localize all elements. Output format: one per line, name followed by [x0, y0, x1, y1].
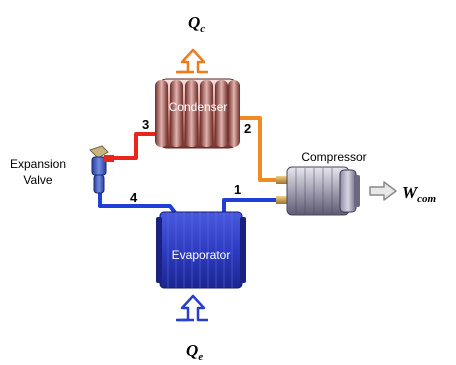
- work-label: Wcom: [402, 183, 437, 205]
- pipe-compressor-to-condenser: [238, 116, 284, 182]
- evaporator: Evaporator: [156, 211, 246, 289]
- work-symbol: W: [402, 183, 419, 202]
- compressor-label: Compressor: [301, 150, 366, 164]
- work-arrow-icon: [369, 181, 397, 201]
- condenser: Condenser: [155, 78, 240, 149]
- point-3-label: 3: [142, 117, 149, 132]
- expansion-valve-label-line1: Expansion: [10, 157, 66, 171]
- compressor: Compressor: [276, 150, 367, 216]
- heat-in-arrow-icon: [176, 294, 208, 322]
- pipe-valve-to-evaporator: [98, 192, 178, 216]
- heat-out-arrow-icon: [176, 48, 208, 74]
- qc-subscript: c: [200, 23, 205, 35]
- condenser-label: Condenser: [169, 100, 228, 114]
- expansion-valve: Expansion Valve: [10, 145, 114, 194]
- pipe-evaporator-to-compressor: [222, 198, 284, 214]
- qe-label: Qe: [186, 341, 203, 363]
- evaporator-label: Evaporator: [172, 248, 231, 262]
- pipe-condenser-to-valve: [112, 132, 158, 160]
- work-subscript: com: [417, 193, 436, 205]
- point-4-label: 4: [130, 190, 138, 205]
- point-2-label: 2: [244, 121, 251, 136]
- qc-symbol: Q: [188, 13, 200, 32]
- qc-label: Qc: [188, 13, 205, 35]
- qe-symbol: Q: [186, 341, 198, 360]
- qe-subscript: e: [198, 351, 203, 363]
- point-1-label: 1: [234, 182, 241, 197]
- expansion-valve-label-line2: Valve: [23, 173, 52, 187]
